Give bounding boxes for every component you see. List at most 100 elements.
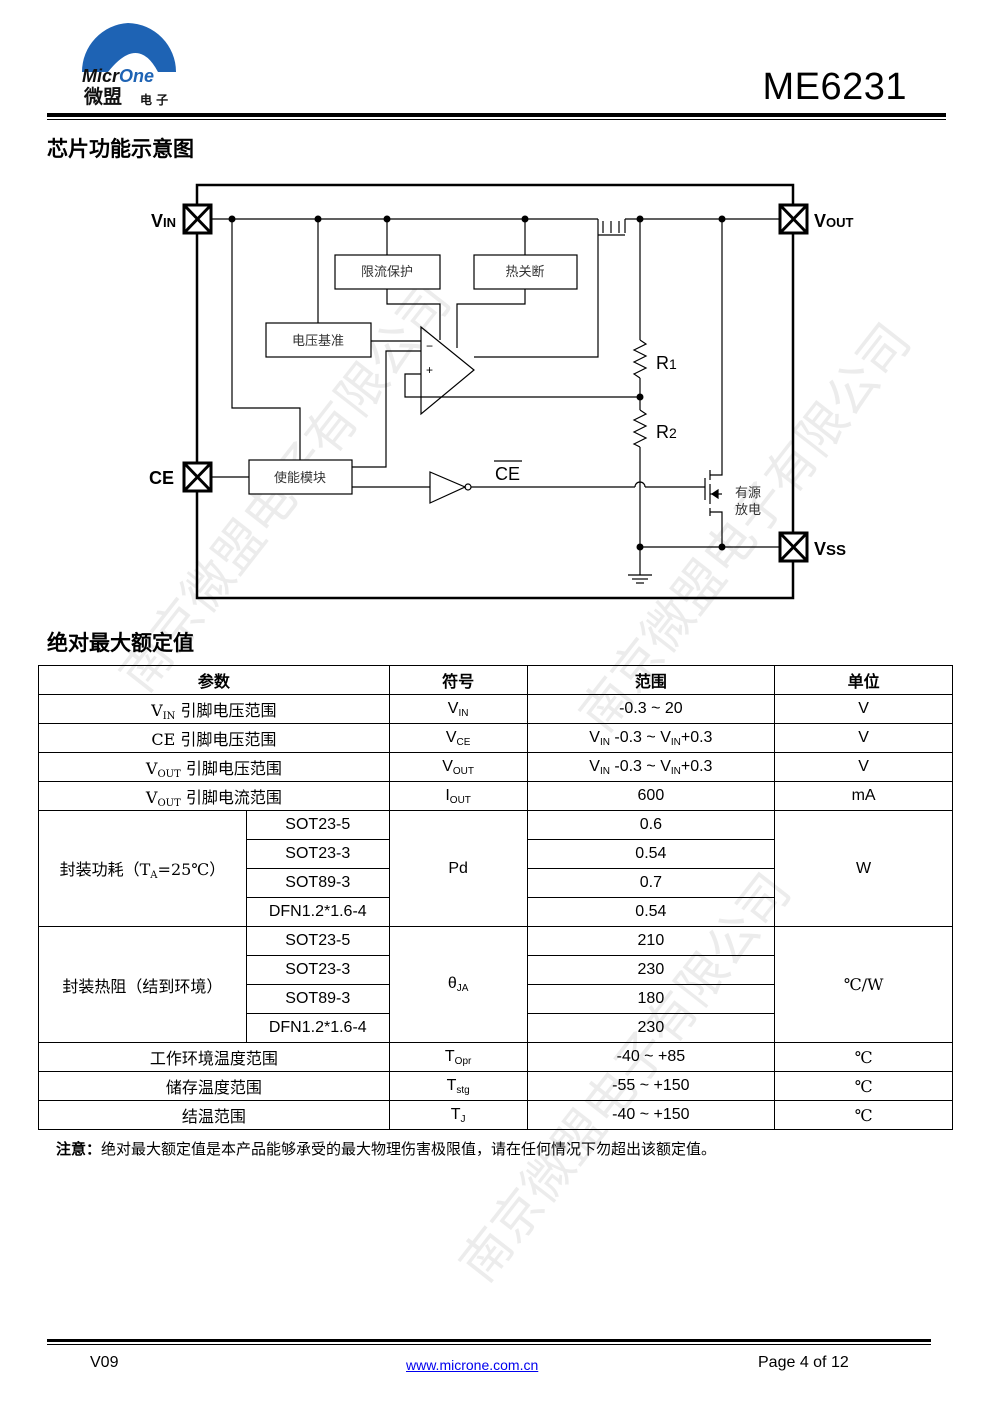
param-cell: 工作环境温度范围 [38, 1042, 390, 1072]
discharge-label: 放电 [735, 503, 761, 518]
table-row: CE 引脚电压范围 VCE VIN -0.3 ~ VIN+0.3 V [38, 723, 953, 753]
svg-text:VSS: VSS [814, 539, 846, 559]
vss-label: V [814, 539, 826, 559]
unit-cell: V [774, 752, 953, 782]
note-label: 注意： [56, 1140, 102, 1158]
package-cell: SOT23-5 [245, 810, 390, 840]
unit-cell: V [774, 723, 953, 753]
table-row: VOUT 引脚电流范围 IOUT 600 mA [38, 781, 953, 811]
vin-pin [182, 203, 213, 235]
symbol-cell: TJ [388, 1100, 528, 1130]
unit-cell: ℃ [774, 1100, 953, 1130]
param-cell: 结温范围 [38, 1100, 390, 1130]
unit-cell: ℃ [774, 1071, 953, 1101]
package-cell: SOT89-3 [245, 984, 390, 1014]
unit-cell: mA [774, 781, 953, 811]
package-cell: SOT23-3 [245, 839, 390, 869]
ce-pin [182, 461, 213, 493]
svg-text:VOUT: VOUT [814, 211, 854, 231]
voltage-reference-block [265, 322, 372, 358]
range-cell: 0.54 [526, 897, 776, 927]
current-limit-block [334, 254, 441, 290]
diagram-section-title: 芯片功能示意图 [47, 136, 194, 161]
footer-rule [47, 1339, 931, 1342]
svg-text:VIN: VIN [151, 211, 176, 231]
range-cell: -0.3 ~ 20 [526, 694, 776, 724]
package-cell: SOT89-3 [245, 868, 390, 898]
absolute-max-ratings-table: 参数 符号 范围 单位 VIN 引脚电压范围 VIN -0.3 ~ 20 V C… [38, 665, 953, 1130]
unit-cell: ℃/W [774, 926, 953, 1043]
unit-cell: W [774, 810, 953, 927]
range-cell: 600 [526, 781, 776, 811]
param-cell: CE 引脚电压范围 [38, 723, 390, 753]
r1-label: R [656, 353, 669, 373]
table-row: 工作环境温度范围 TOpr -40 ~ +85 ℃ [38, 1042, 953, 1072]
range-cell: 0.7 [526, 868, 776, 898]
footer-page-number: Page 4 of 12 [758, 1354, 849, 1371]
vout-label: V [814, 211, 826, 231]
symbol-cell: TOpr [388, 1042, 528, 1072]
package-cell: DFN1.2*1.6-4 [245, 897, 390, 927]
company-logo: MicrOne 微盟 电 子 [81, 23, 176, 108]
current-limit-label: 限流保护 [361, 265, 413, 280]
enable-label: 使能模块 [274, 470, 326, 486]
range-cell: -55 ~ +150 [526, 1071, 776, 1101]
range-cell: VIN -0.3 ~ VIN+0.3 [526, 752, 776, 782]
note-text: 绝对最大额定值是本产品能够承受的最大物理伤害极限值，请在任何情况下勿超出该额定值… [101, 1140, 717, 1158]
table-row: 封装功耗（TA=25℃） SOT23-5 Pd 0.6 W [38, 810, 953, 927]
package-cell: SOT23-5 [245, 926, 390, 956]
note: 注意：绝对最大额定值是本产品能够承受的最大物理伤害极限值，请在任何情况下勿超出该… [56, 1138, 716, 1159]
symbol-cell: VCE [388, 723, 528, 753]
vss-pin [778, 531, 809, 563]
footer-website-link[interactable]: www.microne.com.cn [406, 1357, 539, 1373]
range-cell: 230 [526, 1013, 776, 1043]
symbol-cell: θJA [388, 926, 528, 1043]
range-cell: 230 [526, 955, 776, 985]
opamp-plus: + [426, 363, 433, 377]
symbol-cell: IOUT [388, 781, 528, 811]
unit-cell: V [774, 694, 953, 724]
svg-text:R2: R2 [656, 422, 677, 442]
param-cell: 封装热阻（结到环境） [38, 926, 247, 1043]
range-cell: 210 [526, 926, 776, 956]
footer-rule-thin [47, 1344, 931, 1345]
header-unit: 单位 [774, 665, 953, 695]
unit-cell: ℃ [774, 1042, 953, 1072]
table-header-row: 参数 符号 范围 单位 [38, 665, 953, 695]
param-cell: VOUT 引脚电流范围 [38, 781, 390, 811]
param-cell: VIN 引脚电压范围 [38, 694, 390, 724]
opamp-minus: − [426, 339, 433, 353]
range-cell: 0.54 [526, 839, 776, 869]
range-cell: 0.6 [526, 810, 776, 840]
header-range: 范围 [526, 665, 776, 695]
package-cell: SOT23-3 [245, 955, 390, 985]
table-row: 储存温度范围 Tstg -55 ~ +150 ℃ [38, 1071, 953, 1101]
range-cell: -40 ~ +85 [526, 1042, 776, 1072]
param-cell: 储存温度范围 [38, 1071, 390, 1101]
svg-text:MicrOne: MicrOne [82, 66, 154, 86]
discharge-label: 有源 [735, 486, 761, 501]
document-title: ME6231 [762, 66, 907, 108]
header-rule [47, 113, 946, 117]
header-symbol: 符号 [388, 665, 528, 695]
ce-label: CE [149, 468, 174, 488]
enable-block [248, 459, 353, 495]
table-row: SOT23-3 0.54 [39, 839, 953, 869]
table-row: VOUT 引脚电压范围 VOUT VIN -0.3 ~ VIN+0.3 V [38, 752, 953, 782]
symbol-cell: Pd [388, 810, 528, 927]
svg-text:微盟: 微盟 [83, 85, 122, 108]
range-cell: VIN -0.3 ~ VIN+0.3 [526, 723, 776, 753]
block-diagram: VIN VOUT CE VSS 限流保护 热关断 电压基准 使能模块 有源 放电… [149, 183, 854, 600]
symbol-cell: Tstg [388, 1071, 528, 1101]
table-row: SOT23-3 230 [39, 955, 953, 985]
vin-label: V [151, 211, 163, 231]
param-cell: VOUT 引脚电压范围 [38, 752, 390, 782]
svg-text:电 子: 电 子 [140, 92, 168, 107]
symbol-cell: VIN [388, 694, 528, 724]
table-row: 封装热阻（结到环境） SOT23-5 θJA 210 ℃/W [38, 926, 953, 1043]
range-cell: -40 ~ +150 [526, 1100, 776, 1130]
table-row: DFN1.2*1.6-4 0.54 [39, 897, 953, 927]
voltage-reference-label: 电压基准 [292, 334, 344, 349]
r2-label: R [656, 422, 669, 442]
